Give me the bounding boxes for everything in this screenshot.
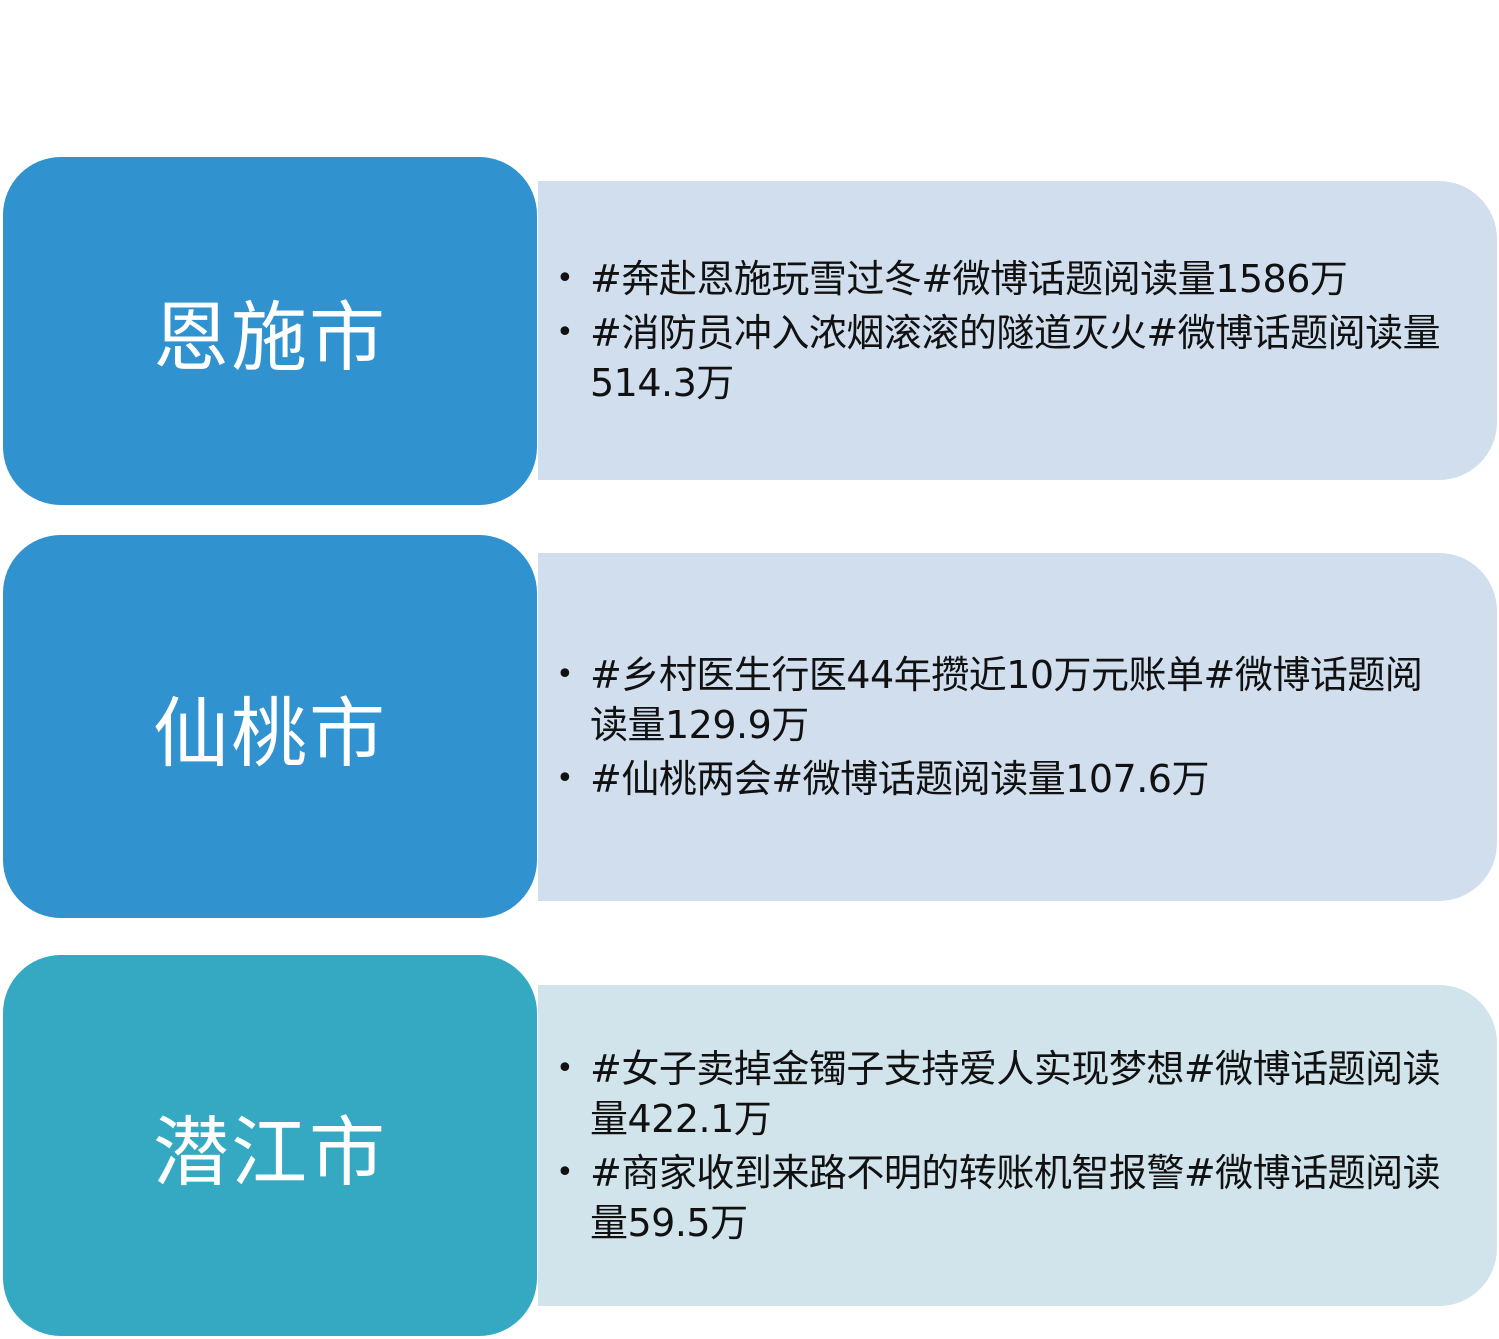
topic-item: •#仙桃两会#微博话题阅读量107.6万 [556,754,1457,804]
topic-panel-qianjiang: •#女子卖掉金镯子支持爱人实现梦想#微博话题阅读量422.1万 •#商家收到来路… [538,985,1497,1306]
topic-item: •#消防员冲入浓烟滚滚的隧道灭火#微博话题阅读量514.3万 [556,308,1457,408]
city-label-qianjiang: 潜江市 [3,955,537,1336]
topic-item: •#奔赴恩施玩雪过冬#微博话题阅读量1586万 [556,254,1457,304]
city-label-xiantao: 仙桃市 [3,535,537,918]
city-name: 恩施市 [153,293,387,382]
bullet-icon: • [556,314,574,350]
city-name: 潜江市 [153,1107,387,1197]
topic-item: •#女子卖掉金镯子支持爱人实现梦想#微博话题阅读量422.1万 [556,1044,1457,1144]
bullet-icon: • [556,657,574,692]
bullet-icon: • [556,1154,574,1190]
topic-list: •#女子卖掉金镯子支持爱人实现梦想#微博话题阅读量422.1万 •#商家收到来路… [556,1040,1457,1252]
topic-list: •#奔赴恩施玩雪过冬#微博话题阅读量1586万 •#消防员冲入浓烟滚滚的隧道灭火… [556,250,1457,412]
bullet-icon: • [556,260,574,296]
bullet-icon: • [556,761,574,796]
topic-item: •#乡村医生行医44年攒近10万元账单#微博话题阅读量129.9万 [556,650,1457,750]
city-name: 仙桃市 [153,688,387,778]
city-label-enshi: 恩施市 [3,157,537,505]
topic-item: •#商家收到来路不明的转账机智报警#微博话题阅读量59.5万 [556,1148,1457,1248]
topic-panel-enshi: •#奔赴恩施玩雪过冬#微博话题阅读量1586万 •#消防员冲入浓烟滚滚的隧道灭火… [538,181,1497,480]
topic-list: •#乡村医生行医44年攒近10万元账单#微博话题阅读量129.9万 •#仙桃两会… [556,646,1457,808]
topic-panel-xiantao: •#乡村医生行医44年攒近10万元账单#微博话题阅读量129.9万 •#仙桃两会… [538,553,1497,901]
bullet-icon: • [556,1050,574,1086]
